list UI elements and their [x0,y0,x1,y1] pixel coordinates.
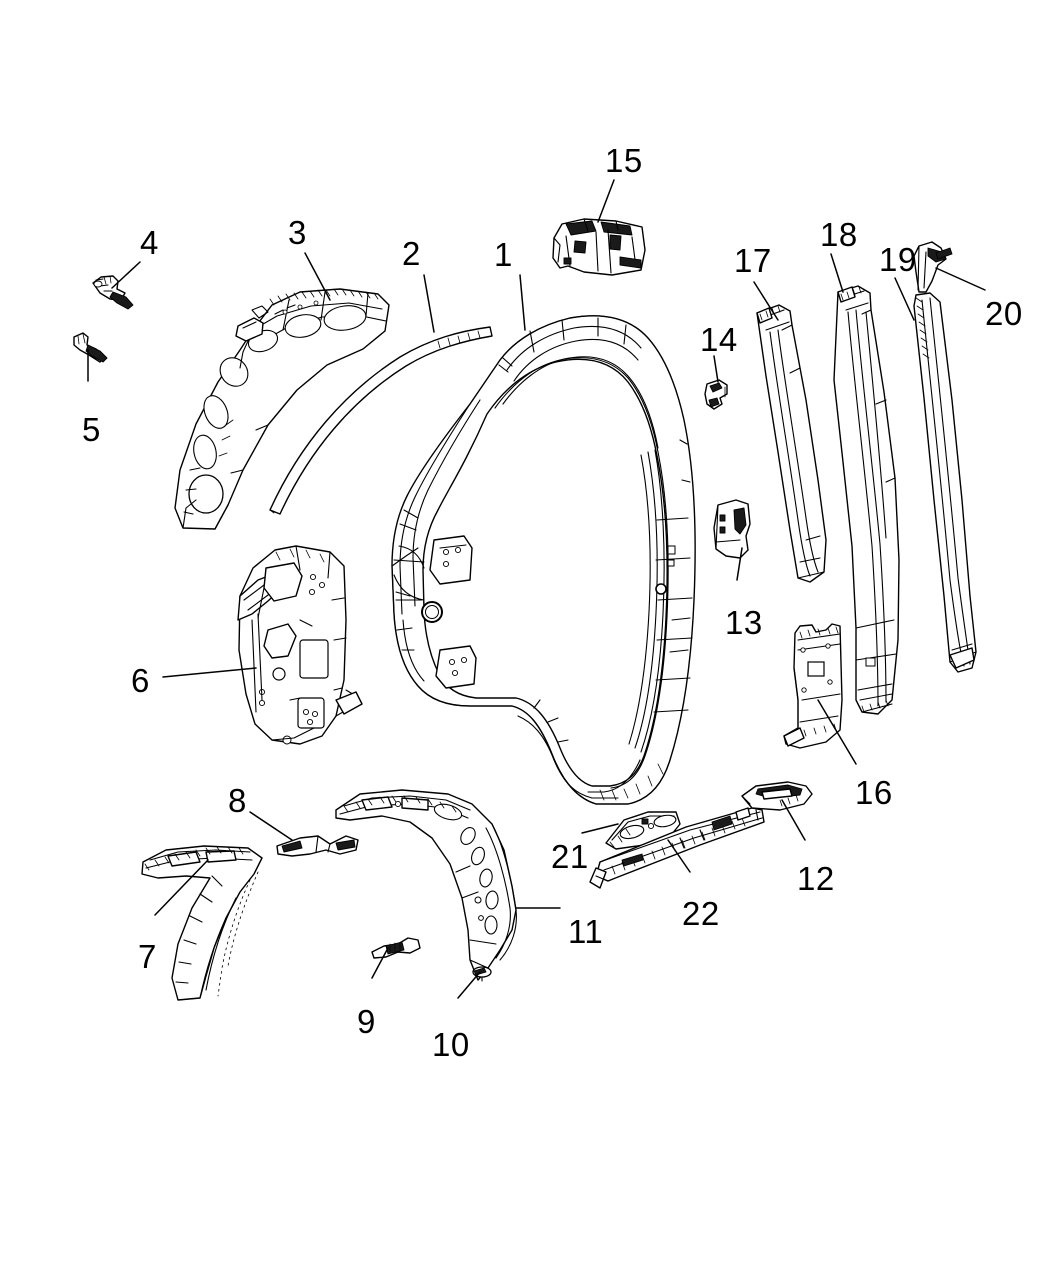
callout-number-15[interactable]: 15 [605,142,643,179]
callout-number-18[interactable]: 18 [820,216,858,253]
part-18-b-pillar-outer-reinforcement [833,285,900,715]
callout-leader-lines [87,179,986,999]
callout-number-17[interactable]: 17 [734,242,772,279]
part-21-sill-end-closeout-plate [605,811,681,850]
leader-line-12 [781,799,806,841]
callout-number-9[interactable]: 9 [357,1003,376,1040]
leader-line-16 [817,699,857,765]
callout-number-13[interactable]: 13 [725,604,763,641]
callout-number-10[interactable]: 10 [432,1026,470,1063]
part-11-rocker-outer-panel-lower [335,789,517,981]
callout-number-5[interactable]: 5 [82,411,101,448]
part-2-roof-side-weatherstrip-seal [269,326,493,515]
part-5-striker-bolt-clip [73,332,108,363]
callout-number-1[interactable]: 1 [494,236,513,273]
part-1-body-side-aperture-panel [391,315,696,805]
part-6-a-pillar-inner-reinforcement [237,545,363,745]
callout-number-4[interactable]: 4 [140,224,159,261]
part-15-hinge-pillar-mount-block [552,218,646,276]
part-17-b-pillar-inner-panel [756,304,827,583]
part-10-grommet-plug [472,966,492,982]
leader-line-2 [423,274,435,333]
callout-number-7[interactable]: 7 [138,938,157,975]
callout-number-16[interactable]: 16 [855,774,893,811]
callout-number-21[interactable]: 21 [551,838,589,875]
part-4-hinge-bracket-upper [92,275,134,310]
part-22-rocker-sill-reinforcement-beam [589,807,765,889]
leader-line-22 [667,839,691,873]
leader-line-13 [736,547,743,581]
leader-line-9 [371,947,389,979]
leader-line-17 [753,281,779,321]
callout-number-22[interactable]: 22 [682,895,720,932]
leader-line-14 [713,355,719,383]
part-16-b-pillar-lower-reinforcement [783,623,843,749]
callout-number-6[interactable]: 6 [131,662,150,699]
callout-number-14[interactable]: 14 [700,321,738,358]
leader-line-1 [519,274,526,331]
leader-line-8 [249,811,293,841]
leader-line-4 [111,261,141,289]
part-20-pillar-anchor-bracket [913,241,953,293]
leader-line-20 [935,267,986,291]
leader-line-6 [162,667,257,678]
part-7-wheelhouse-outer-arch-panel [141,845,263,1001]
part-9-retaining-clip-strip [371,937,421,959]
leader-line-21 [581,823,619,834]
part-3-windshield-header-reinforcement [174,288,390,530]
callout-number-12[interactable]: 12 [797,860,835,897]
leader-line-10 [457,971,481,999]
leader-line-15 [597,179,615,223]
leader-line-3 [304,252,331,301]
part-14-small-clip-bracket [704,379,728,410]
part-13-latch-striker-reinforcement [713,499,751,559]
leader-line-7 [154,859,209,916]
callout-number-11[interactable]: 11 [568,913,604,950]
callout-number-8[interactable]: 8 [228,782,247,819]
leader-line-19 [894,277,915,321]
part-8-reinforcement-bracket-strap [276,835,359,857]
callout-number-19[interactable]: 19 [879,241,917,278]
part-19-c-pillar-trim-rail [913,292,977,673]
callout-number-2[interactable]: 2 [402,235,421,272]
leader-line-18 [830,253,844,293]
part-12-mounting-plate-bracket [741,781,813,811]
callout-number-3[interactable]: 3 [288,214,307,251]
callout-number-20[interactable]: 20 [985,295,1023,332]
